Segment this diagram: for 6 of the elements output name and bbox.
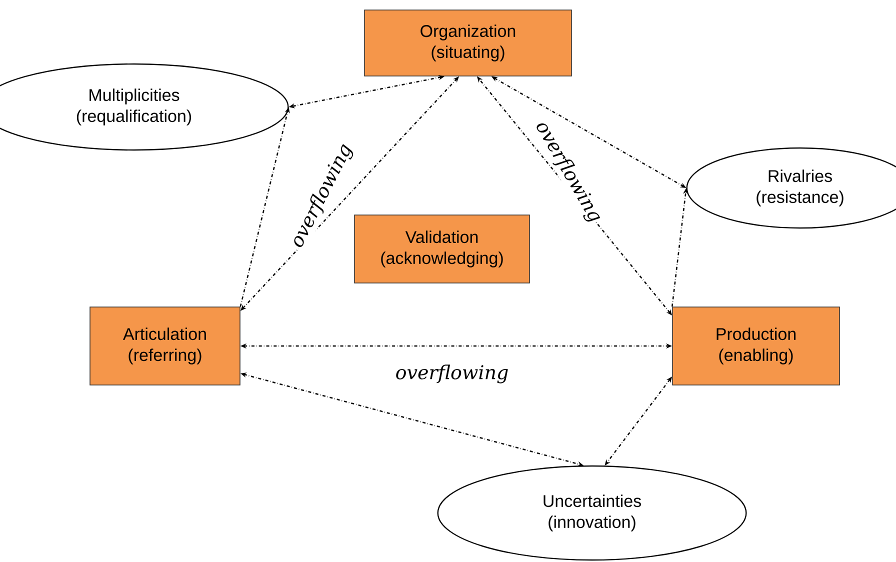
edge-label: overflowing: [394, 364, 510, 384]
process-box: Organization (situating): [364, 10, 572, 76]
ellipse-node: Uncertainties (innovation): [437, 465, 747, 561]
process-box: Validation (acknowledging): [354, 214, 530, 284]
process-box: Articulation (referring): [90, 306, 240, 386]
process-box: Production (enabling): [672, 306, 840, 386]
